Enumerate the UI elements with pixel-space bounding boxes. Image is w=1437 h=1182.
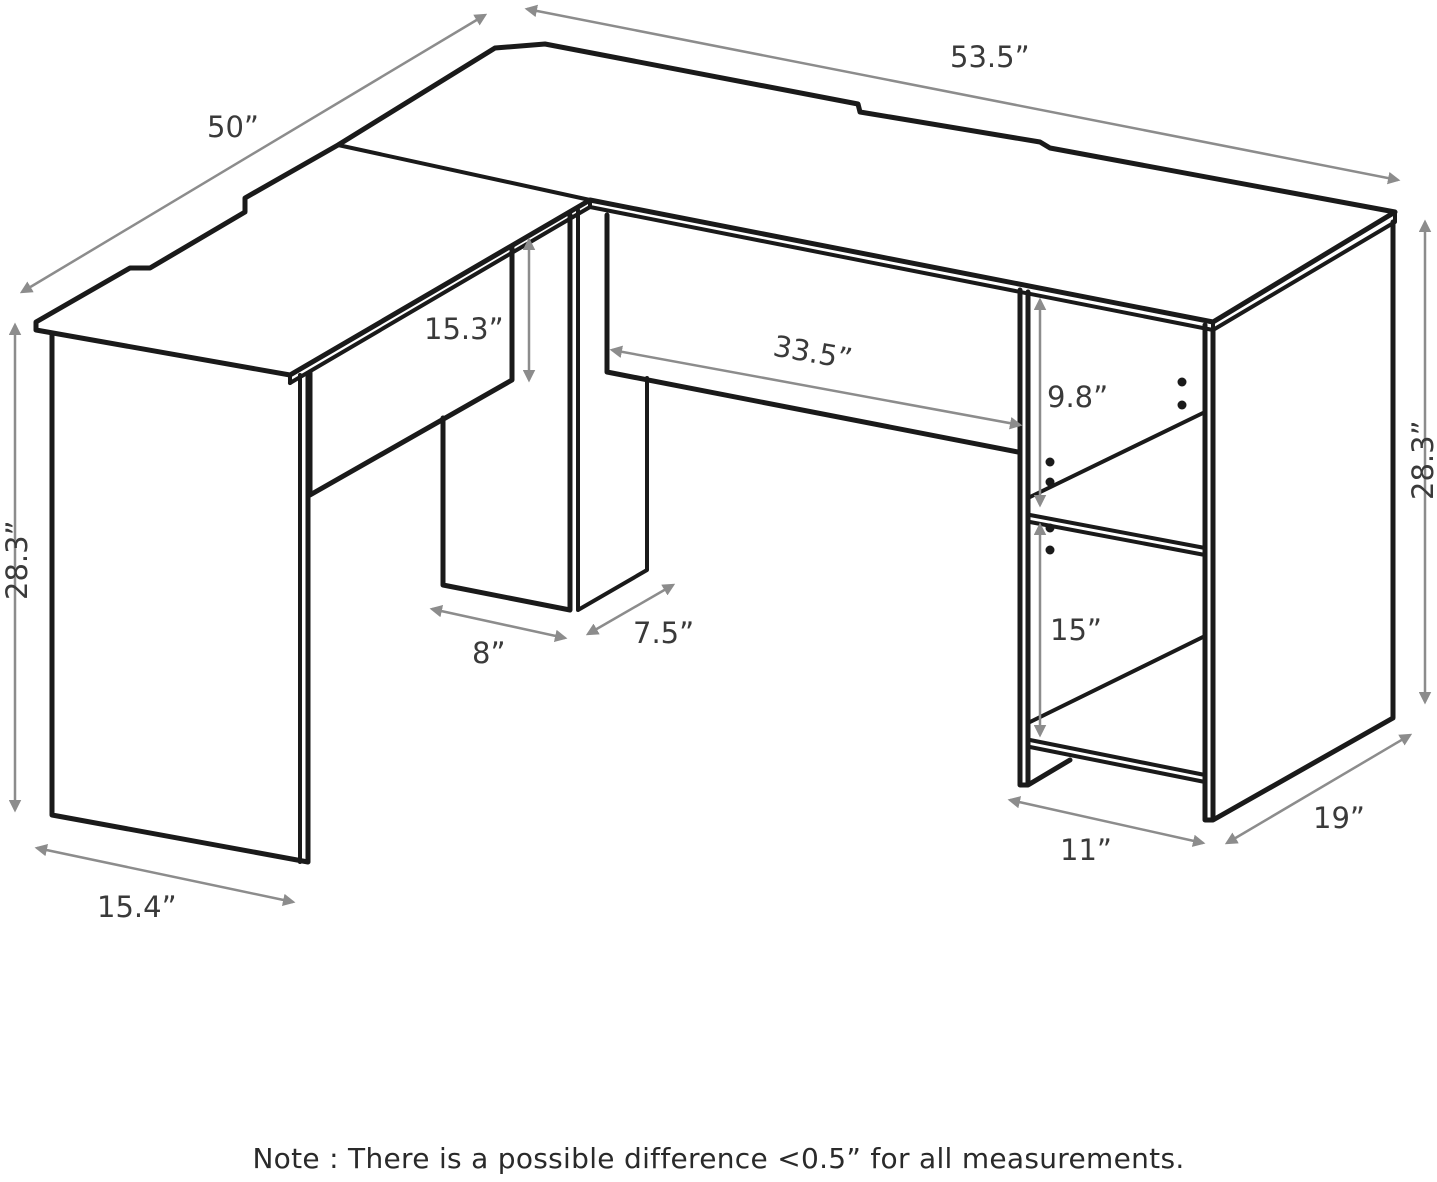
dim-label-height-right: 28.3” (1406, 420, 1437, 500)
dim-label-support-depth: 7.5” (633, 616, 694, 650)
dim-label-shelf-width: 11” (1060, 833, 1112, 867)
dim-label-leg-width: 15.4” (97, 890, 177, 924)
dim-label-kneespace-width: 33.5” (771, 329, 855, 376)
dim-label-support-width: 8” (472, 636, 505, 670)
measurement-note: Note : There is a possible difference <0… (252, 1142, 1185, 1175)
dim-label-height-left: 28.3” (0, 520, 34, 600)
dim-label-modesty-height: 15.3” (424, 312, 504, 346)
dim-label-upper-shelf: 9.8” (1047, 380, 1108, 414)
dim-label-desk-depth: 50” (207, 110, 259, 144)
dimension-lines (8, 4, 1432, 907)
dim-label-shelf-depth: 19” (1313, 801, 1365, 835)
dim-label-lower-shelf: 15” (1050, 613, 1102, 647)
dim-label-desk-width: 53.5” (950, 40, 1030, 74)
desk-outline (33, 41, 1398, 865)
